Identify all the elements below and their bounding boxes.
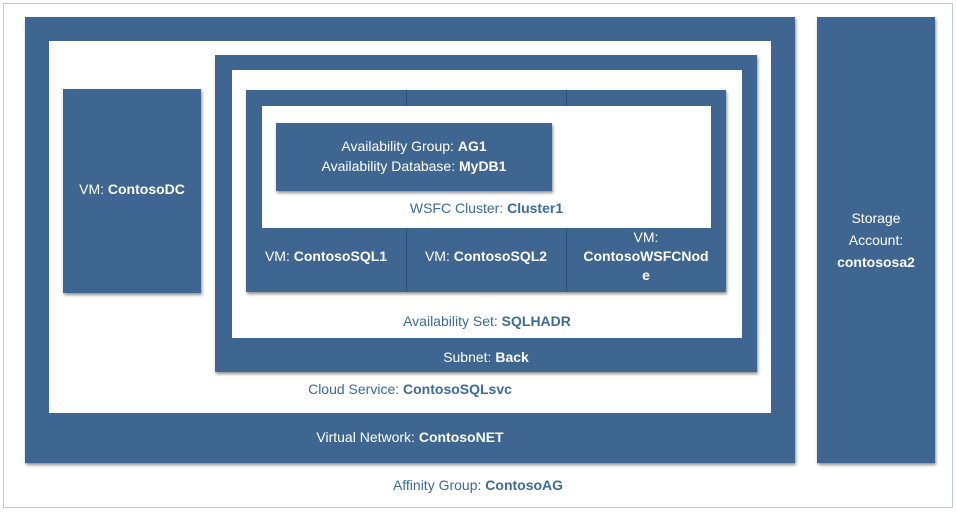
subnet-label: Subnet: Back xyxy=(443,349,529,365)
vm-contososql2-label: VM: ContosoSQL2 xyxy=(424,248,548,264)
vm-contosodc-label: VM: ContosoDC xyxy=(79,181,185,197)
storage-account-box: Storage Account: contososa2 xyxy=(817,17,935,463)
vm-contosowsfcnode-label-name-2: e xyxy=(642,267,650,283)
availability-group-label: Availability Group: AG1 xyxy=(341,138,487,154)
cloud-service-label: Cloud Service: ContosoSQLsvc xyxy=(308,381,512,397)
availability-set-label: Availability Set: SQLHADR xyxy=(403,313,571,329)
affinity-group-label: Affinity Group: ContosoAG xyxy=(392,477,564,493)
availability-database-label: Availability Database: MyDB1 xyxy=(321,158,507,174)
vm-contosodc-box: VM: ContosoDC xyxy=(63,89,201,293)
storage-account-label-2: Account: xyxy=(848,232,904,248)
vm-contosowsfcnode-label-name-1: ContosoWSFCNod xyxy=(583,248,709,264)
storage-account-label-1: Storage xyxy=(851,210,901,226)
storage-account-name: contososa2 xyxy=(837,254,915,270)
virtual-network-label: Virtual Network: ContosoNET xyxy=(316,429,504,445)
availability-group-box: Availability Group: AG1 Availability Dat… xyxy=(276,123,552,191)
vm-contososql1-label: VM: ContosoSQL1 xyxy=(264,248,388,264)
affinity-group-frame xyxy=(3,3,953,508)
vm-contosowsfcnode-label-prefix: VM: xyxy=(633,229,659,245)
wsfc-cluster-label: WSFC Cluster: Cluster1 xyxy=(409,200,564,216)
